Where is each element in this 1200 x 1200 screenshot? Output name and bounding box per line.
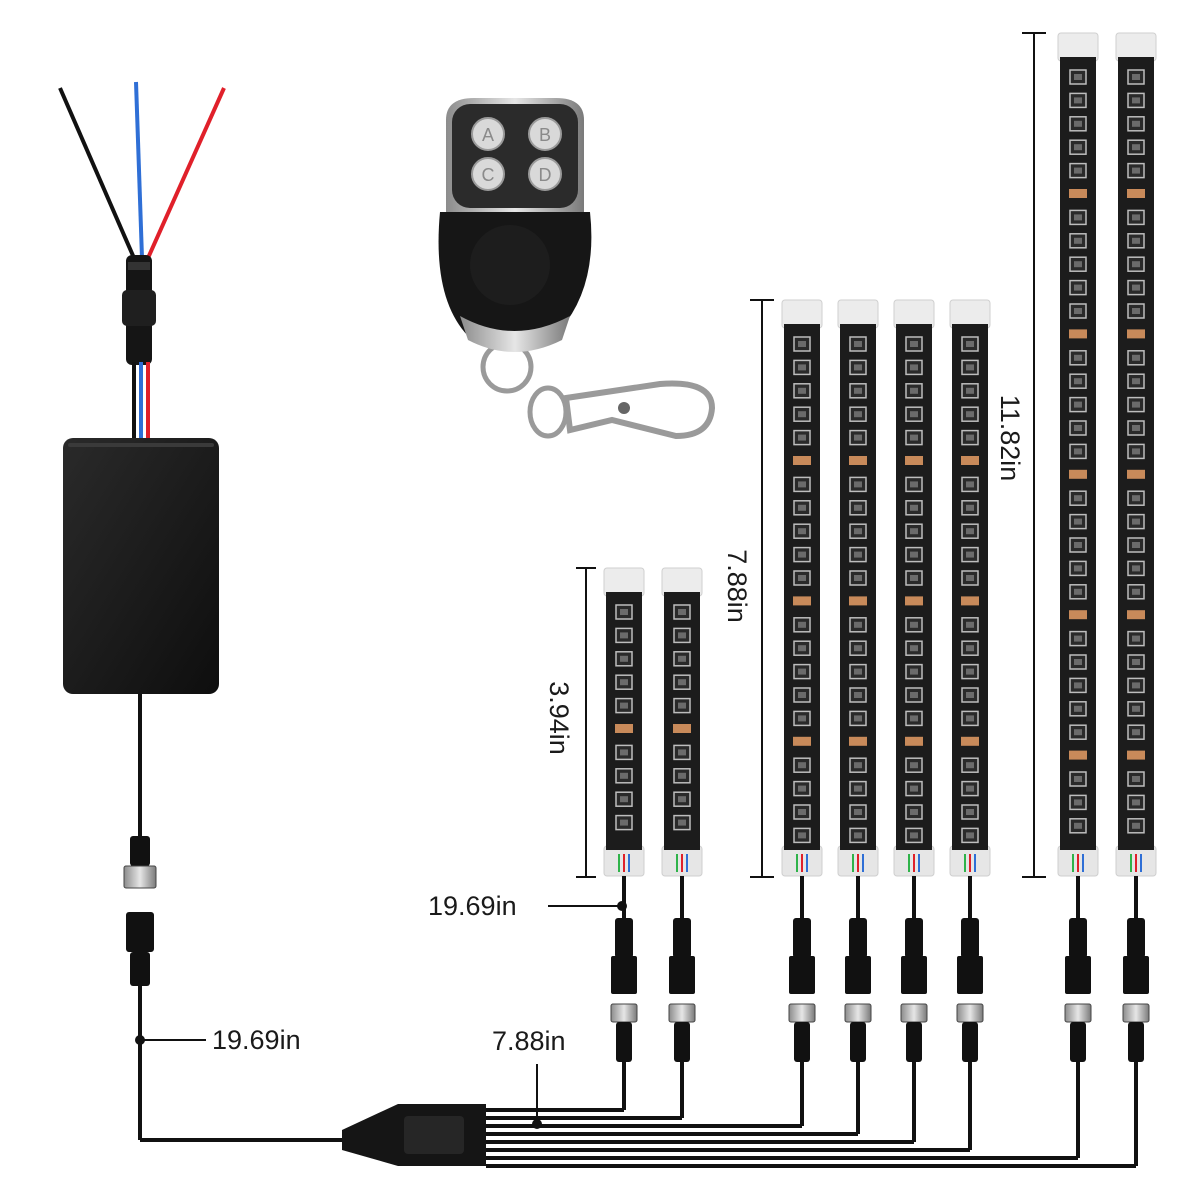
svg-text:C: C — [482, 165, 495, 185]
remote-button-d: D — [528, 157, 562, 191]
strip-lead-cable — [844, 876, 872, 1134]
strip-short-length-label: 3.94in — [544, 681, 574, 755]
splitter-lead-marker — [532, 1064, 542, 1129]
remote-button-b: B — [528, 117, 562, 151]
splitter-leads — [486, 1108, 1136, 1168]
strip-lead-length-label: 19.69in — [428, 891, 517, 921]
splitter-hub — [342, 1104, 486, 1166]
led-strip — [1057, 32, 1099, 1158]
led-strip — [661, 567, 703, 1118]
strip-lead-cable — [668, 876, 696, 1118]
strip-lead-cable — [788, 876, 816, 1126]
remote-buttons: A B C D — [471, 117, 562, 191]
led-strip — [893, 299, 935, 1142]
strip-long-length-label: 11.82in — [995, 395, 1025, 482]
led-strip — [837, 299, 879, 1134]
remote-button-c: C — [471, 157, 505, 191]
strip-lead-cable — [1064, 876, 1092, 1158]
strip-lead-marker — [548, 901, 627, 911]
controller-lead-length-label: 19.69in — [212, 1025, 301, 1055]
dimension-medium — [750, 299, 774, 878]
strip-medium-length-label: 7.88in — [722, 549, 752, 623]
strip-lead-cable — [900, 876, 928, 1142]
remote-button-a: A — [471, 117, 505, 151]
svg-text:A: A — [482, 125, 494, 145]
strip-lead-cable — [956, 876, 984, 1150]
led-strip — [781, 299, 823, 1126]
led-strip — [949, 299, 991, 1150]
svg-text:B: B — [539, 125, 551, 145]
led-strip — [1115, 32, 1157, 1166]
dimension-short — [576, 567, 596, 878]
dimension-long — [1022, 32, 1046, 878]
led-strips — [603, 32, 1157, 1166]
strip-lead-cable — [610, 876, 638, 1110]
controller-output-cable — [123, 694, 342, 1142]
led-strip — [603, 567, 645, 1110]
svg-text:D: D — [539, 165, 552, 185]
splitter-lead-length-label: 7.88in — [492, 1026, 566, 1056]
power-input-wires — [58, 81, 226, 440]
strip-lead-cable — [1122, 876, 1150, 1166]
controller-box — [63, 438, 219, 694]
